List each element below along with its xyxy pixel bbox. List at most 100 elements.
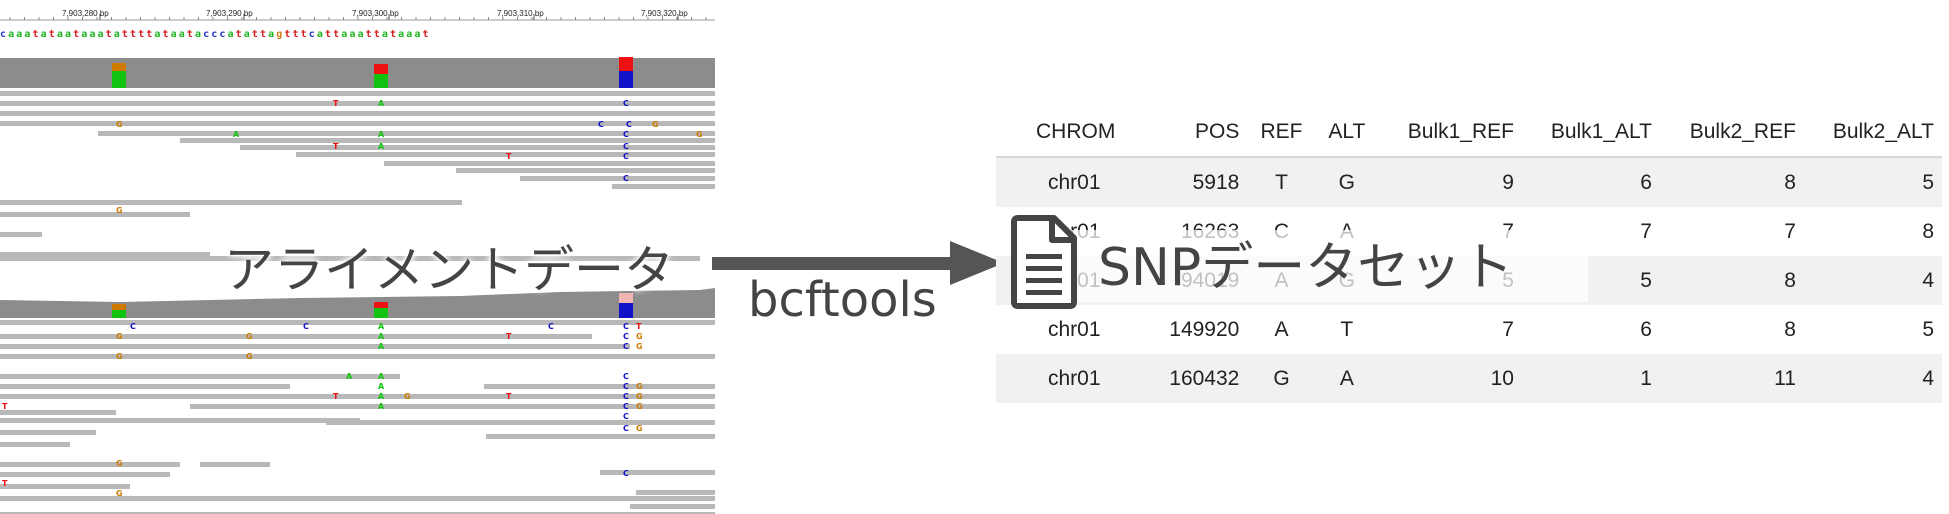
table-row: chr01 149920 A T 7 6 8 5 bbox=[996, 305, 1942, 354]
snp-base: A bbox=[378, 332, 385, 341]
cell-bulk1-ref: 10 bbox=[1490, 366, 1514, 390]
base-letter: a bbox=[406, 29, 415, 40]
cell-bulk2-ref: 7 bbox=[1784, 219, 1796, 243]
column-header: Bulk1_ALT bbox=[1521, 108, 1660, 158]
read bbox=[0, 91, 715, 96]
snp-base: C bbox=[130, 322, 136, 331]
base-letter: a bbox=[113, 29, 122, 40]
cell-bulk2-alt: 5 bbox=[1922, 170, 1934, 194]
cell-pos: 149920 bbox=[1169, 317, 1240, 341]
snp-base: A bbox=[378, 392, 385, 401]
read bbox=[0, 101, 715, 106]
base-letter: t bbox=[260, 29, 269, 40]
column-header: POS bbox=[1145, 108, 1248, 158]
base-letter: t bbox=[130, 29, 139, 40]
snp-base: C bbox=[623, 152, 629, 161]
column-header: ALT bbox=[1315, 108, 1379, 158]
base-letter: a bbox=[357, 29, 366, 40]
snp-base: G bbox=[116, 332, 123, 341]
base-letter: a bbox=[170, 29, 179, 40]
cell-bulk1-alt: 1 bbox=[1640, 366, 1652, 390]
base-letter: a bbox=[227, 29, 236, 40]
base-letter: c bbox=[219, 29, 228, 40]
table-header-row: CHROM POS REF ALT Bulk1_REF Bulk1_ALT Bu… bbox=[996, 108, 1942, 158]
cell-alt: G bbox=[1338, 170, 1356, 194]
base-letter: c bbox=[211, 29, 220, 40]
snp-base: A bbox=[378, 382, 385, 391]
snp-base: C bbox=[303, 322, 309, 331]
snp-base: A bbox=[378, 372, 385, 381]
snp-base: A bbox=[378, 130, 385, 139]
snp-base: G bbox=[116, 352, 123, 361]
base-letter: a bbox=[195, 29, 204, 40]
read bbox=[0, 430, 96, 435]
snp-base: T bbox=[636, 322, 642, 331]
read bbox=[224, 404, 715, 409]
base-letter: c bbox=[0, 29, 9, 40]
read bbox=[520, 176, 715, 181]
read bbox=[0, 484, 130, 489]
cell-bulk2-ref: 8 bbox=[1784, 317, 1796, 341]
cell-alt: A bbox=[1339, 366, 1354, 390]
snp-base: C bbox=[548, 322, 554, 331]
read bbox=[0, 374, 400, 379]
read bbox=[0, 252, 210, 257]
snp-base: C bbox=[623, 424, 629, 433]
snp-base: C bbox=[623, 342, 629, 351]
read bbox=[0, 410, 116, 415]
column-header: Bulk2_REF bbox=[1659, 108, 1804, 158]
read bbox=[0, 320, 715, 325]
coverage-snp-a bbox=[374, 308, 388, 318]
base-letter: t bbox=[251, 29, 260, 40]
read bbox=[200, 462, 270, 467]
snp-base: T bbox=[2, 479, 8, 488]
coverage-snp-g bbox=[112, 63, 126, 71]
read bbox=[180, 138, 715, 143]
snp-dataset-badge: SNPデータセット bbox=[1010, 212, 1588, 312]
snp-base: G bbox=[636, 402, 643, 411]
base-letter: t bbox=[48, 29, 57, 40]
base-letter: a bbox=[414, 29, 423, 40]
coverage-snp-a bbox=[112, 310, 126, 318]
coverage-snp-t bbox=[619, 293, 633, 303]
snp-label-backdrop bbox=[1048, 230, 1588, 302]
base-letter: a bbox=[97, 29, 106, 40]
snp-base: C bbox=[623, 142, 629, 151]
cell-bulk2-alt: 5 bbox=[1922, 317, 1934, 341]
base-letter: t bbox=[138, 29, 147, 40]
snp-base: G bbox=[652, 120, 659, 129]
snp-base: G bbox=[116, 489, 123, 498]
snp-base: G bbox=[636, 392, 643, 401]
snp-base: T bbox=[333, 99, 339, 108]
read bbox=[0, 462, 180, 467]
coverage-snp-c bbox=[619, 303, 633, 318]
ruler-label: 7,903,320 bp bbox=[641, 9, 688, 18]
tool-label: bcftools bbox=[748, 272, 937, 328]
snp-base: G bbox=[404, 392, 411, 401]
base-letter: a bbox=[349, 29, 358, 40]
snp-dataset-label: SNPデータセット bbox=[1098, 237, 1514, 298]
base-letter: t bbox=[235, 29, 244, 40]
snp-base: C bbox=[623, 174, 629, 183]
snp-base: G bbox=[636, 424, 643, 433]
cell-chrom: chr01 bbox=[1048, 317, 1101, 341]
read bbox=[0, 442, 70, 447]
coverage-snp-c bbox=[619, 71, 633, 88]
ruler-label: 7,903,300 bp bbox=[352, 9, 399, 18]
ruler-label: 7,903,310 bp bbox=[497, 9, 544, 18]
snp-base: C bbox=[623, 372, 629, 381]
snp-base: C bbox=[623, 412, 629, 421]
base-letter: t bbox=[105, 29, 114, 40]
read bbox=[0, 200, 462, 205]
cell-chrom: chr01 bbox=[1048, 366, 1101, 390]
arrow-shaft bbox=[712, 257, 962, 270]
read bbox=[0, 111, 715, 116]
snp-base: T bbox=[333, 142, 339, 151]
snp-base: G bbox=[246, 352, 253, 361]
cell-bulk2-ref: 8 bbox=[1784, 170, 1796, 194]
base-letter: g bbox=[276, 29, 285, 40]
base-letter: t bbox=[325, 29, 334, 40]
read bbox=[0, 334, 592, 339]
